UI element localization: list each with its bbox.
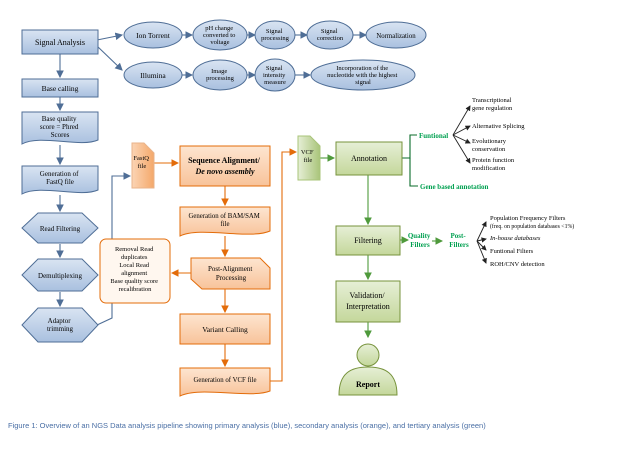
image-processing-label: Image processing [206, 68, 235, 82]
quality-filters-label: Quality Filters [408, 232, 432, 249]
filter-item-funtional: Funtional Filters [490, 248, 534, 255]
quality-score-box [21, 111, 99, 145]
report-person-icon [338, 343, 398, 396]
quality-score-label: Base quality score = Phred Scores [40, 115, 80, 139]
demultiplexing-label: Demultiplexing [38, 272, 82, 280]
figure-caption: Figure 1: Overview of an NGS Data analys… [8, 421, 486, 430]
post-alignment-details: Removal Read duplicates Local Read align… [110, 246, 159, 293]
generation-fastq-label: Generation of FastQ file [40, 170, 80, 186]
validation-box [335, 280, 401, 323]
signal-correction-node [306, 20, 354, 50]
bam-sam-box [179, 206, 271, 237]
image-processing-node [192, 59, 248, 91]
tertiary-analysis: VCF file Annotation Funtional Gene based… [297, 97, 574, 396]
ion-torrent-label: Ion Torrent [136, 31, 171, 40]
post-alignment-details-box [99, 238, 171, 304]
secondary-analysis: FastQ file Sequence Alignment/ De novo a… [99, 142, 298, 397]
signal-intensity-node [254, 58, 296, 92]
read-filtering-diamond [21, 212, 99, 244]
illumina-label: Illumina [140, 71, 166, 80]
variant-calling-label: Variant Calling [202, 325, 248, 334]
annotation-box [335, 141, 403, 176]
signal-correction-label: Signal correction [317, 28, 344, 42]
signal-processing-node [254, 20, 296, 50]
post-filters-label: Post- Filters [449, 232, 469, 249]
vcf-generation-label: Generation of VCF file [193, 377, 256, 384]
alignment-label: Sequence Alignment/ De novo assembly [188, 156, 262, 176]
adaptor-trimming-diamond [21, 307, 99, 343]
incorporation-label: Incorporation of the nucleotide with the… [327, 65, 399, 86]
filter-item-inhouse: In-house databases [489, 235, 541, 242]
signal-analysis-box [21, 29, 99, 55]
variant-calling-box [179, 313, 271, 345]
functional-item-evolutionary: Evolutionary conservation [472, 138, 508, 153]
validation-label: Validation/ Interpretation [346, 291, 390, 311]
normalization-node [365, 21, 427, 49]
illumina-node [123, 61, 183, 89]
base-calling-label: Base calling [42, 84, 79, 93]
signal-analysis-label: Signal Analysis [35, 38, 85, 47]
fastq-file-label: FastQ file [133, 155, 150, 170]
ph-change-node [192, 19, 248, 51]
functional-item-transcriptional: Transcriptional gene regulation [472, 97, 513, 112]
bam-sam-label: Generation of BAM/SAM file [188, 213, 261, 228]
base-calling-box [21, 78, 99, 98]
demultiplexing-diamond [21, 258, 99, 292]
normalization-label: Normalization [376, 33, 416, 40]
adaptor-trimming-label: Adaptor trimming [47, 317, 74, 333]
functional-item-protein: Protein function modification [472, 157, 516, 172]
post-alignment-label: Post-Alignment Processing [208, 265, 254, 282]
alignment-box [179, 145, 271, 187]
vcf-file-doc [297, 135, 321, 181]
generation-fastq-box [21, 165, 99, 195]
filter-item-roh-cnv: ROH/CNV detection [490, 261, 545, 268]
incorporation-node [310, 59, 416, 91]
annotation-label: Annotation [351, 154, 387, 163]
vcf-file-label: VCF file [301, 149, 315, 164]
ion-torrent-node [123, 21, 183, 49]
ngs-pipeline-diagram: Signal Analysis Base calling Base qualit… [21, 19, 574, 397]
primary-analysis: Signal Analysis Base calling Base qualit… [21, 19, 427, 343]
functional-item-splicing: Alternative Splicing [472, 123, 525, 130]
filtering-label: Filtering [354, 236, 382, 245]
filtering-box [335, 225, 401, 256]
signal-processing-label: Signal processing [261, 28, 290, 42]
gene-based-label: Gene based annotation [420, 183, 489, 191]
ph-change-label: pH change converted to voltage [203, 25, 237, 46]
vcf-generation-box [179, 367, 271, 397]
funtional-label: Funtional [419, 132, 448, 140]
report-label: Report [356, 380, 380, 389]
filter-item-population: Population Frequency Filters (freq. on p… [490, 215, 574, 230]
signal-intensity-label: Signal intensity measure [263, 65, 287, 86]
read-filtering-label: Read Filtering [40, 225, 81, 233]
post-alignment-box [190, 257, 271, 290]
fastq-file-doc [131, 142, 155, 189]
